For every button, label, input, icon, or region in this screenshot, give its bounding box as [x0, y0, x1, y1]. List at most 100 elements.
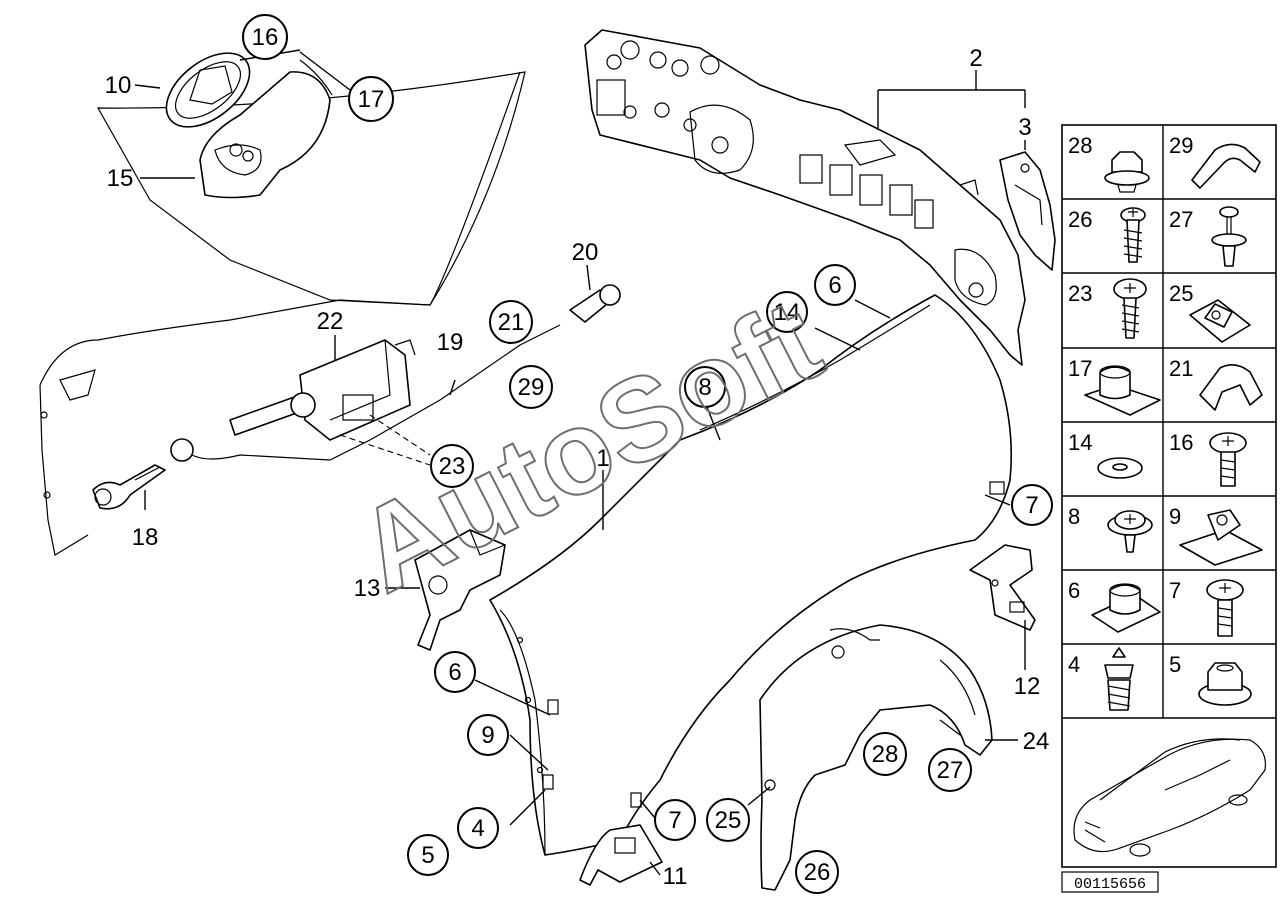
label-10-text: 10 [105, 72, 132, 99]
callout-9: 9 [467, 714, 509, 756]
callout-29: 29 [509, 365, 553, 409]
fastener-27-icon [1211, 206, 1247, 267]
reference-number: 00115656 [1061, 871, 1159, 893]
fastener-4-icon [1104, 647, 1134, 711]
grid-label-7: 7 [1169, 578, 1181, 603]
label-9-text: 9 [481, 722, 494, 749]
label-28-text: 28 [872, 741, 899, 768]
plain-label-22: 22 [317, 308, 344, 335]
grid-label-25: 25 [1169, 281, 1193, 306]
actuator-22 [229, 339, 416, 441]
label-6a-text: 6 [448, 659, 461, 686]
callout-16: 16 [242, 14, 288, 60]
bracket-11 [579, 824, 663, 886]
fastener-25-icon [1189, 299, 1251, 343]
fastener-29-icon [1191, 143, 1261, 189]
grid-label-28: 28 [1068, 133, 1092, 158]
callout-27: 27 [928, 748, 972, 792]
callout-23: 23 [430, 444, 474, 488]
label-29-text: 29 [518, 374, 545, 401]
callout-5: 5 [407, 834, 449, 876]
label-27-text: 27 [937, 757, 964, 784]
label-21-text: 21 [498, 309, 525, 336]
plain-label-19: 19 [437, 329, 464, 356]
plain-label-15: 15 [107, 165, 134, 192]
label-7a-text: 7 [1025, 492, 1038, 519]
reference-number-text: 00115656 [1074, 876, 1146, 893]
release-cable [92, 324, 561, 510]
fastener-16-icon [1209, 432, 1247, 487]
plain-label-13: 13 [354, 575, 381, 602]
fastener-26-icon [1120, 207, 1146, 263]
bracket-12 [969, 544, 1036, 631]
fastener-21-icon [1199, 364, 1263, 411]
callout-7-bottom: 7 [654, 799, 696, 841]
grid-label-9: 9 [1169, 504, 1181, 529]
grid-label-21: 21 [1169, 356, 1193, 381]
callout-28: 28 [863, 732, 907, 776]
callout-8: 8 [684, 366, 726, 408]
label-8-text: 8 [698, 374, 711, 401]
fastener-6-icon [1091, 583, 1161, 633]
label-2-text: 2 [969, 45, 982, 72]
label-24-text: 24 [1023, 728, 1050, 755]
grid-label-6: 6 [1068, 578, 1080, 603]
grid-label-8: 8 [1068, 504, 1080, 529]
plain-label-12: 12 [1014, 673, 1041, 700]
callout-21: 21 [489, 300, 533, 344]
label-4-text: 4 [471, 815, 484, 842]
label-5-text: 5 [421, 842, 434, 869]
car-thumbnail-icon [1073, 738, 1267, 857]
grid-label-5: 5 [1169, 652, 1181, 677]
label-18-text: 18 [132, 524, 159, 551]
callout-4: 4 [457, 807, 499, 849]
fastener-8-icon [1107, 510, 1153, 553]
label-25-text: 25 [715, 807, 742, 834]
fastener-17-icon [1084, 365, 1161, 416]
plain-label-18: 18 [132, 524, 159, 551]
label-13-text: 13 [354, 575, 381, 602]
label-23-text: 23 [439, 453, 466, 480]
grid-label-27: 27 [1169, 207, 1193, 232]
callout-26: 26 [795, 850, 839, 894]
plain-label-3: 3 [1018, 114, 1031, 141]
fastener-grid: 28 29 26 27 23 25 17 21 14 16 8 9 6 7 4 … [1061, 124, 1277, 868]
grid-label-29: 29 [1169, 133, 1193, 158]
callout-6-top: 6 [814, 264, 856, 306]
plain-label-10: 10 [105, 72, 132, 99]
label-22-text: 22 [317, 308, 344, 335]
fastener-14-icon [1097, 457, 1143, 479]
label-1-text: 1 [596, 445, 609, 472]
grid-label-16: 16 [1169, 430, 1193, 455]
fastener-5-icon [1198, 662, 1252, 706]
bracket-13 [414, 529, 506, 651]
callout-7-right: 7 [1011, 484, 1053, 526]
label-16-text: 16 [252, 24, 279, 51]
plain-label-20: 20 [572, 239, 599, 266]
callout-6-wing: 6 [434, 651, 476, 693]
label-3-text: 3 [1018, 114, 1031, 141]
callout-25: 25 [706, 798, 750, 842]
callout-14: 14 [766, 291, 808, 333]
fastener-28-icon [1104, 151, 1150, 193]
fuel-flap-housing [165, 52, 333, 199]
bracket-3 [999, 151, 1056, 271]
label-15-text: 15 [107, 165, 134, 192]
leader-lines [134, 49, 1026, 876]
apron-panel [584, 29, 1026, 366]
label-14-text: 14 [774, 299, 801, 326]
plain-label-11: 11 [663, 863, 688, 890]
grid-label-4: 4 [1068, 652, 1080, 677]
label-19-text: 19 [437, 329, 464, 356]
label-20-text: 20 [572, 239, 599, 266]
callout-17: 17 [348, 76, 394, 122]
grid-label-17: 17 [1068, 356, 1092, 381]
label-7b-text: 7 [668, 807, 681, 834]
wheel-arch-liner [759, 624, 993, 891]
label-26-text: 26 [804, 859, 831, 886]
front-wing [489, 294, 1013, 856]
label-12-text: 12 [1014, 673, 1041, 700]
grid-label-14: 14 [1068, 430, 1092, 455]
